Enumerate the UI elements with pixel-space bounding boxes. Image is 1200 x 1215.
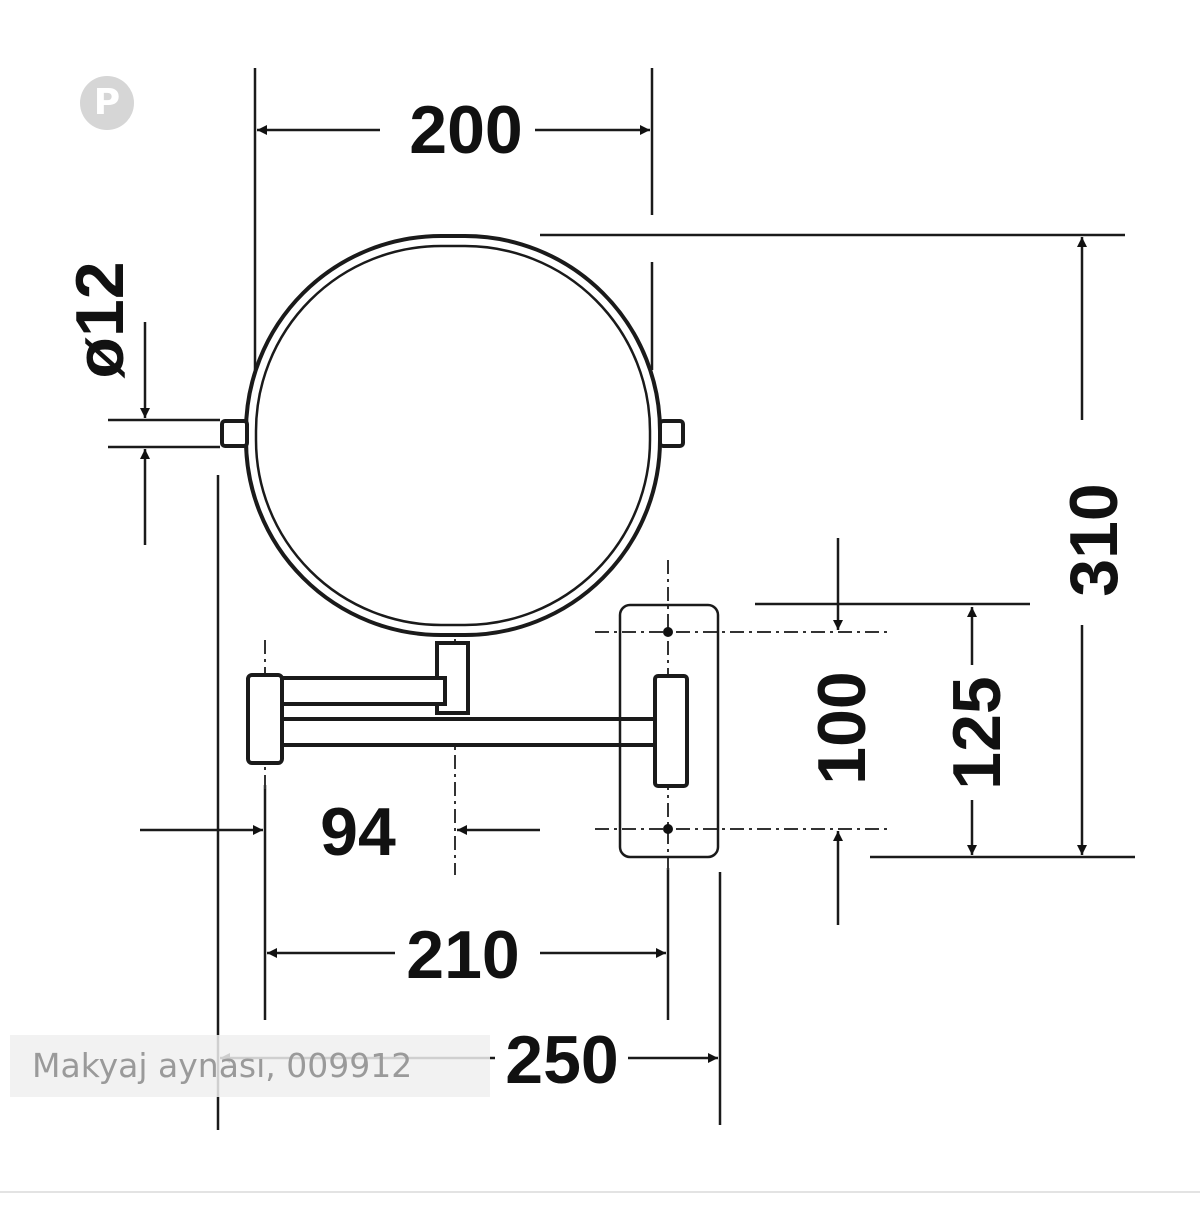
pivot-right	[658, 419, 685, 448]
divider	[0, 1191, 1200, 1193]
extension-lines	[108, 68, 1135, 1130]
dimension-arrows	[140, 125, 1087, 1063]
pivot-left	[220, 419, 249, 448]
image-caption: Makyaj aynası, 009912	[32, 1046, 413, 1085]
caption-overlay	[10, 1035, 490, 1097]
pinterest-icon[interactable]: P	[80, 76, 134, 130]
dim-diameter-12: ø12	[62, 261, 138, 378]
dim-310: 310	[1056, 483, 1132, 596]
mirror	[220, 234, 685, 637]
swing-arm	[246, 641, 689, 788]
dim-200: 200	[409, 92, 522, 168]
wall-plate	[618, 603, 720, 859]
dim-125: 125	[939, 676, 1015, 789]
dim-210: 210	[406, 917, 519, 993]
dim-100: 100	[804, 671, 880, 784]
dim-94: 94	[320, 794, 396, 870]
